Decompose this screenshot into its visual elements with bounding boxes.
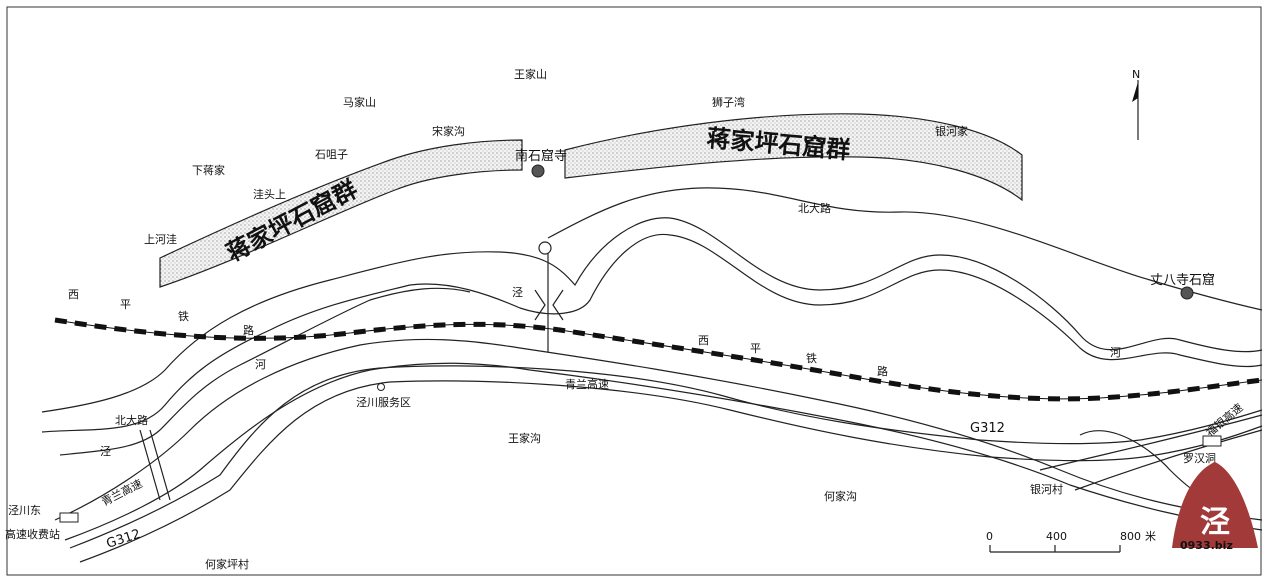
bridge-node-circle: [538, 241, 552, 255]
river-channel-inner: [59, 287, 471, 456]
beidalu-label-top: 北大路: [798, 201, 831, 215]
river-label-jing-left: 泾: [100, 445, 111, 458]
village-yinhecun: 银河村: [1030, 482, 1063, 496]
service-area-label: 泾川服务区: [356, 396, 411, 409]
scale-label-0: 0: [986, 530, 993, 543]
qinglan-expressway-north: [54, 338, 1263, 521]
village-hejiapingcun: 何家坪村: [205, 557, 249, 571]
zhangba-temple-label: 丈八寺石窟: [1150, 272, 1215, 288]
watermark-mountain-icon: [1172, 462, 1258, 548]
qinglan-label-left: 青兰高速: [99, 476, 145, 508]
railway-char-left-4: 路: [243, 324, 254, 337]
north-arrow-head-icon: [1132, 82, 1138, 102]
grotto-cliff-band-right: [564, 113, 1023, 202]
village-songjiagou: 宋家沟: [432, 124, 465, 138]
scale-label-400: 400: [1046, 530, 1067, 543]
g312-road-south: [79, 380, 1263, 563]
village-wangjiashan: 王家山: [514, 67, 547, 81]
jing-river-bank-north: [41, 217, 1263, 413]
luohan-box: [1202, 435, 1222, 447]
south-temple-label: 南石窟寺: [515, 148, 567, 164]
xiping-railway: [54, 317, 1263, 402]
river-label-jing-center: 泾: [512, 286, 523, 299]
g312-road-north: [69, 365, 1263, 549]
railway-char-left-2: 平: [120, 298, 131, 311]
north-label: N: [1132, 68, 1140, 81]
beidalu-left-road-1: [139, 429, 161, 501]
scale-label-800: 800: [1120, 530, 1141, 543]
village-shijuzi: 石咀子: [315, 148, 348, 161]
village-wangjiagou: 王家沟: [508, 431, 541, 445]
zhangba-temple-marker: [1180, 286, 1194, 300]
south-temple-marker: [531, 164, 545, 178]
service-area-marker: [377, 383, 385, 391]
railway-char-right-2: 平: [750, 342, 761, 355]
village-watoushang: 洼头上: [253, 187, 286, 201]
beidalu-label-left: 北大路: [115, 413, 148, 427]
railway-char-left-1: 西: [68, 288, 79, 301]
village-shizidu: 狮子湾: [712, 95, 745, 109]
river-label-he-left: 河: [255, 358, 266, 371]
village-xiajiangjia: 下蒋家: [192, 163, 225, 177]
g312-label-left: G312: [105, 527, 143, 552]
bridge-mark-right: [552, 289, 564, 321]
toll-station-label-top: 泾川东: [8, 504, 41, 517]
toll-station-label-bottom: 高速收费站: [5, 527, 60, 541]
qinglan-expressway-south: [64, 362, 1263, 541]
map-frame: [6, 6, 1262, 576]
jing-river-bank-south: [41, 233, 1263, 433]
g312-label-right: G312: [970, 421, 1005, 436]
bridge-mark-left: [534, 289, 546, 321]
grotto-cliff-band-left: [159, 139, 523, 288]
fuyin-expressway-1: [1039, 414, 1263, 471]
railway-char-left-3: 铁: [178, 310, 189, 323]
river-label-he-right: 河: [1110, 346, 1121, 359]
toll-station-box: [59, 512, 79, 523]
village-yinhejia: 银河家: [935, 124, 968, 138]
village-hejiagou: 何家沟: [824, 489, 857, 503]
beidalu-left-road-2: [149, 429, 171, 501]
fuyin-expressway-2: [1074, 429, 1263, 491]
watermark-char: 泾: [1200, 505, 1230, 540]
watermark-site: 0933.biz: [1180, 539, 1233, 552]
scale-unit: 米: [1145, 530, 1156, 543]
qinglan-label-center: 青兰高速: [565, 377, 609, 391]
railway-char-right-4: 路: [877, 365, 888, 378]
village-shanghewa: 上河洼: [144, 232, 177, 246]
railway-char-right-3: 铁: [806, 352, 817, 365]
railway-char-right-1: 西: [698, 334, 709, 347]
beidalu-road-top: [547, 187, 1263, 311]
village-majiashan: 马家山: [343, 95, 376, 109]
railway-outline: [54, 319, 1263, 400]
village-luohan: 罗汉洞: [1183, 452, 1216, 465]
